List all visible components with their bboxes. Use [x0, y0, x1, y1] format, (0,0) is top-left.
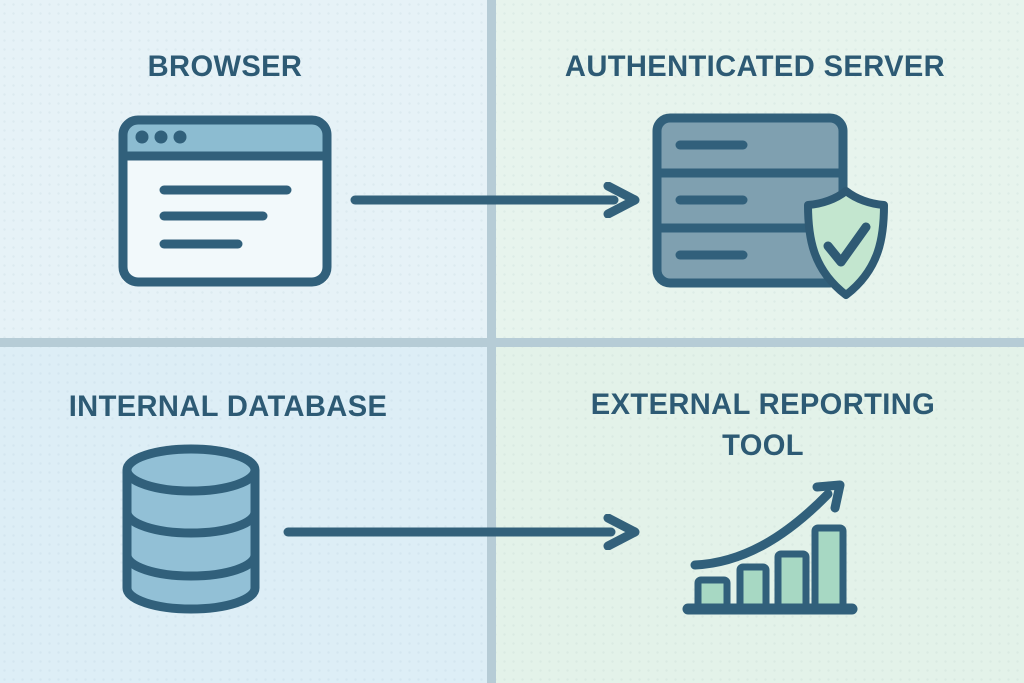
authenticated-server-label: AUTHENTICATED SERVER — [564, 50, 946, 83]
browser-label: BROWSER — [147, 50, 303, 83]
database-cylinder-icon — [122, 444, 260, 614]
server-with-shield-check-icon — [652, 113, 888, 299]
shield-check-icon — [804, 187, 888, 299]
horizontal-divider — [0, 338, 1024, 347]
external-reporting-tool-label: EXTERNAL REPORTING TOOL — [590, 388, 936, 462]
arrow-database-to-reporting-tool — [283, 514, 640, 550]
quadrant-external-reporting-tool — [491, 342, 1024, 683]
growth-bar-chart-icon — [682, 480, 858, 615]
browser-window-icon — [118, 115, 332, 287]
internal-database-label: INTERNAL DATABASE — [68, 390, 388, 423]
quadrant-authenticated-server — [491, 0, 1024, 342]
arrow-browser-to-server — [350, 182, 640, 218]
